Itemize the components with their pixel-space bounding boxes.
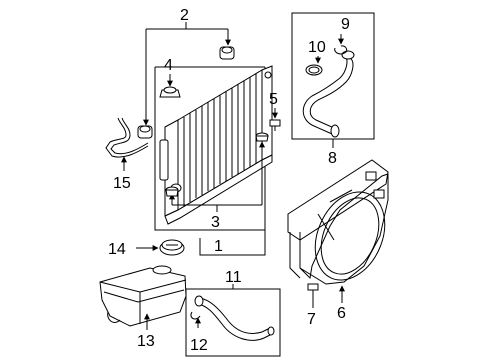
callout-14: 14 <box>108 241 126 258</box>
upper-hose-box <box>291 12 375 140</box>
drain-bolt <box>269 108 281 131</box>
lower-isolator-left <box>165 186 179 197</box>
fan-shroud <box>287 159 389 303</box>
callout-5: 5 <box>269 91 278 108</box>
hose-clamp-9 <box>334 34 348 55</box>
callout-1: 1 <box>214 238 223 255</box>
callout-2-leaders <box>143 22 231 126</box>
callout-12: 12 <box>190 337 208 354</box>
callout-11: 11 <box>225 269 242 286</box>
mount-bushing-left <box>137 125 153 139</box>
callout-10: 10 <box>308 39 326 56</box>
mount-isolator <box>159 74 181 98</box>
shroud-bolt <box>307 283 319 308</box>
coolant-reservoir <box>99 265 187 330</box>
callout-13: 13 <box>137 333 155 350</box>
callout-7: 7 <box>307 311 316 328</box>
upper-radiator-hose <box>302 50 355 138</box>
callout-6: 6 <box>337 305 346 322</box>
callout-3: 3 <box>211 214 220 231</box>
hose-clamp-10 <box>305 56 323 76</box>
callout-8: 8 <box>328 150 337 167</box>
callout-4: 4 <box>164 57 173 74</box>
lower-isolator-right <box>255 132 269 142</box>
callout-15: 15 <box>113 175 131 192</box>
mount-bushing-upper-right <box>219 46 235 60</box>
callout-2: 2 <box>180 7 189 24</box>
lower-radiator-hose <box>190 295 275 341</box>
overflow-hose <box>105 117 149 171</box>
callout-9: 9 <box>341 16 350 33</box>
pressure-cap <box>136 239 185 256</box>
